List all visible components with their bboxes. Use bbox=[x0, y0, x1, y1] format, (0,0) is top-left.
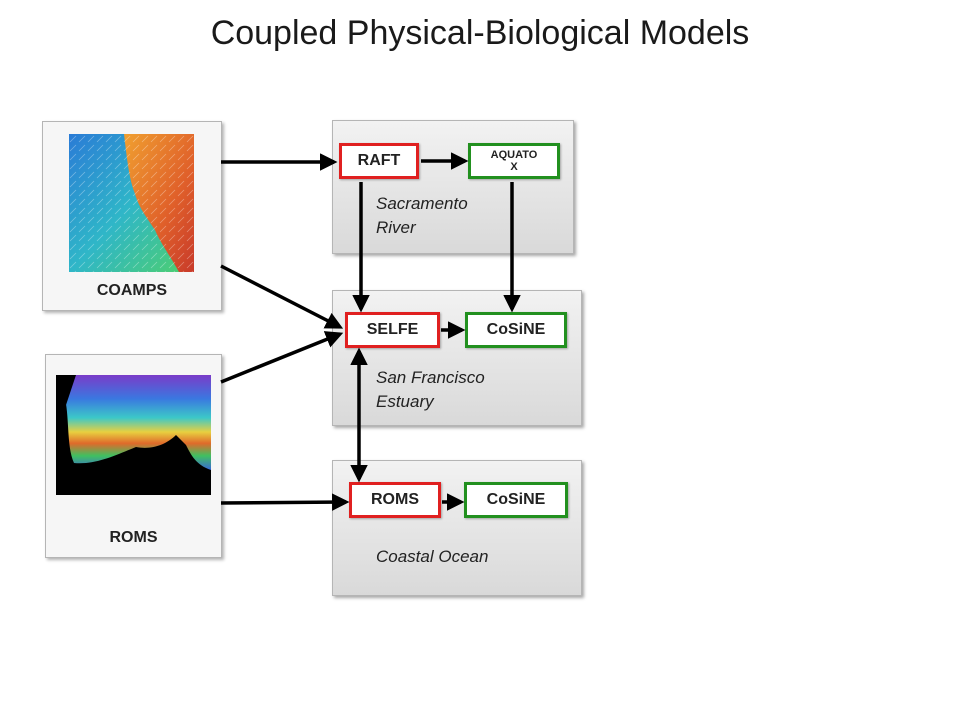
coamps-source-box: COAMPS bbox=[42, 121, 222, 311]
coastal-region-label: Coastal Ocean bbox=[376, 547, 489, 566]
sacramento-region-label: Sacramento River bbox=[376, 192, 468, 240]
sanfrancisco-region-label: San Francisco Estuary bbox=[376, 366, 485, 414]
roms-to-roms-coastal-arrow bbox=[220, 493, 350, 511]
raft-model-box: RAFT bbox=[339, 143, 419, 179]
sanfrancisco-region-line1: San Francisco bbox=[376, 368, 485, 387]
coamps-label: COAMPS bbox=[96, 282, 168, 299]
aquatox-label-line1: AQUATO bbox=[490, 149, 538, 161]
sacramento-region-line2: River bbox=[376, 218, 416, 237]
roms-to-selfe-arrow bbox=[220, 331, 344, 384]
cosine-coastal-model-box: CoSiNE bbox=[464, 482, 568, 518]
roms-pacific-ocean-map-image bbox=[56, 375, 211, 495]
roms-coastal-model-box: ROMS bbox=[349, 482, 441, 518]
diagram-title: Coupled Physical-Biological Models bbox=[210, 14, 750, 52]
aquatox-model-box: AQUATO X bbox=[468, 143, 560, 179]
coamps-to-selfe-arrow bbox=[220, 264, 344, 329]
sanfrancisco-region-line2: Estuary bbox=[376, 392, 434, 411]
aquatox-label-line2: X bbox=[510, 161, 518, 173]
sacramento-region-line1: Sacramento bbox=[376, 194, 468, 213]
coamps-wind-map-image bbox=[69, 134, 194, 272]
roms-source-box: ROMS bbox=[45, 354, 222, 558]
selfe-model-box: SELFE bbox=[345, 312, 440, 348]
sacramento-river-panel bbox=[332, 120, 574, 254]
cosine-estuary-model-box: CoSiNE bbox=[465, 312, 567, 348]
roms-source-label: ROMS bbox=[109, 529, 158, 546]
